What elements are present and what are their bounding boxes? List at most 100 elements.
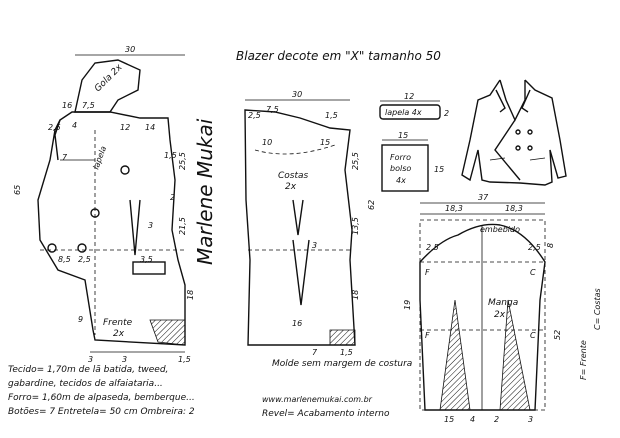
front-dim: 3 bbox=[122, 355, 127, 364]
sleeve-hatch-left bbox=[439, 299, 471, 411]
front-dim: 7 bbox=[62, 153, 68, 162]
front-collar-outline bbox=[74, 59, 141, 113]
back-piece: 30 Costas 2x 2,5 7,5 10 15 1,5 25,5 62 1… bbox=[244, 90, 376, 357]
front-lapela-label: lapela bbox=[91, 145, 108, 171]
sleeve-dim: 2 bbox=[494, 415, 499, 424]
sleeve-hatch-right bbox=[499, 299, 531, 411]
sleeve-mark-c: C bbox=[530, 268, 536, 277]
front-dim: 3 bbox=[148, 221, 153, 230]
bolso-label: bolso bbox=[390, 164, 411, 173]
blazer-right-lapel bbox=[521, 89, 531, 113]
front-hem-facing bbox=[149, 319, 186, 346]
sleeve-piece: 37 18,3 18,3 embebido Manga 2x F F C C 8… bbox=[403, 193, 602, 424]
back-height-dim: 62 bbox=[367, 200, 376, 210]
back-dart-upper bbox=[292, 199, 304, 236]
materials-list: Tecido= 1,70m de lã batida, tweed, gabar… bbox=[8, 365, 195, 417]
revel-note: Revel= Acabamento interno bbox=[262, 409, 390, 419]
front-button bbox=[120, 165, 130, 175]
blazer-button bbox=[527, 145, 533, 151]
blazer-button bbox=[515, 129, 521, 135]
sleeve-half-width: 18,3 bbox=[505, 204, 523, 213]
website-credit: www.marlenemukai.com.br bbox=[262, 395, 373, 404]
back-dart-lower bbox=[292, 239, 310, 306]
sleeve-dim: 2,5 bbox=[528, 243, 541, 252]
bolso-width: 15 bbox=[398, 131, 408, 140]
bolso-label: Forro bbox=[390, 153, 411, 162]
embebido-label: embebido bbox=[480, 225, 520, 234]
material-line: Tecido= 1,70m de lã batida, tweed, bbox=[8, 365, 168, 375]
sleeve-top-width: 37 bbox=[478, 193, 489, 202]
back-dim: 18 bbox=[351, 290, 360, 300]
sleeve-dim: 2,5 bbox=[426, 243, 439, 252]
front-dim: 14 bbox=[145, 123, 155, 132]
front-body-outline bbox=[37, 111, 186, 346]
sleeve-dim: 19 bbox=[403, 300, 412, 310]
back-dim: 13,5 bbox=[351, 217, 360, 235]
legend-frente: F= Frente bbox=[579, 340, 588, 380]
blazer-silhouette bbox=[461, 79, 567, 186]
front-dim: 18 bbox=[186, 290, 195, 300]
front-height-dim: 65 bbox=[13, 185, 22, 195]
front-lapel-line bbox=[54, 119, 61, 161]
front-dim: 2 bbox=[170, 193, 175, 202]
front-button bbox=[47, 243, 57, 253]
front-dim: 3 bbox=[88, 355, 93, 364]
sleeve-height-dim: 52 bbox=[553, 330, 562, 340]
molde-note: Molde sem margem de costura bbox=[272, 359, 412, 369]
front-count: 2x bbox=[113, 329, 125, 339]
front-top-width: 30 bbox=[125, 45, 135, 54]
lapela-height: 2 bbox=[444, 109, 449, 118]
front-dim: 25,5 bbox=[178, 152, 187, 170]
material-line: Botões= 7 Entretela= 50 cm Ombreira: 2 bbox=[8, 407, 195, 417]
back-dim: 25,5 bbox=[351, 152, 360, 170]
front-dim: 12 bbox=[120, 123, 130, 132]
blazer-pocket bbox=[489, 157, 506, 161]
front-dim: 2,5 bbox=[78, 255, 91, 264]
sleeve-mark-f: F bbox=[425, 268, 430, 277]
back-top-width: 30 bbox=[292, 90, 302, 99]
lapela-label: lapela 4x bbox=[385, 108, 422, 117]
front-dim: 2,5 bbox=[48, 123, 61, 132]
front-dim: 7,5 bbox=[82, 101, 95, 110]
back-count: 2x bbox=[285, 182, 297, 192]
blazer-left-lapel bbox=[495, 89, 506, 113]
legend-costas: C= Costas bbox=[593, 288, 602, 330]
blazer-button bbox=[527, 129, 533, 135]
blazer-button bbox=[515, 145, 521, 151]
blazer-neckline bbox=[499, 79, 526, 122]
lapela-width: 12 bbox=[404, 92, 414, 101]
back-dim: 3 bbox=[312, 241, 317, 250]
back-yoke-guide bbox=[254, 144, 336, 155]
sleeve-dim: 3 bbox=[528, 415, 533, 424]
front-dim: 1,5 bbox=[164, 151, 177, 160]
back-body-outline bbox=[244, 109, 356, 346]
back-dim: 7,5 bbox=[266, 105, 279, 114]
sleeve-count: 2x bbox=[494, 310, 506, 320]
blazer-pocket bbox=[529, 157, 546, 161]
blazer-illustration bbox=[461, 79, 567, 186]
sheet-title: Blazer decote em "X" tamanho 50 bbox=[236, 49, 441, 63]
front-dim: 9 bbox=[78, 315, 83, 324]
material-line: gabardine, tecidos de alfaiataria... bbox=[8, 379, 163, 389]
front-label: Frente bbox=[103, 318, 133, 328]
back-dim: 2,5 bbox=[248, 111, 261, 120]
material-line: Forro= 1,60m de alpaseda, bemberque... bbox=[8, 393, 195, 403]
front-pocket bbox=[132, 261, 166, 275]
watermark-signature: Marlene Mukai bbox=[193, 118, 217, 265]
back-dim: 10 bbox=[262, 138, 272, 147]
sleeve-dim: 8 bbox=[546, 243, 555, 248]
sleeve-half-width: 18,3 bbox=[445, 204, 463, 213]
sleeve-guide-box bbox=[419, 219, 546, 411]
back-dim: 16 bbox=[292, 319, 302, 328]
front-button bbox=[77, 243, 87, 253]
back-dim: 15 bbox=[320, 138, 330, 147]
sleeve-mark-f: F bbox=[425, 331, 430, 340]
front-piece: 30 Gola 2x Frente 2x lapela 16 7,5 2,5 bbox=[13, 45, 195, 364]
front-dart bbox=[129, 199, 141, 256]
front-button bbox=[90, 208, 100, 218]
bolso-label: 4x bbox=[396, 176, 406, 185]
back-dim: 7 bbox=[312, 348, 318, 357]
front-dim: 3,5 bbox=[140, 255, 153, 264]
bolso-outline bbox=[381, 144, 429, 192]
bolso-height: 15 bbox=[434, 165, 444, 174]
